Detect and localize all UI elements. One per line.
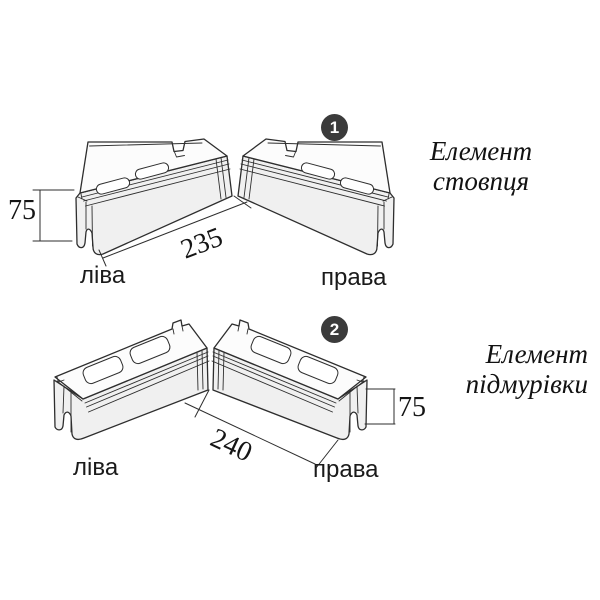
group2-right-block-label: права	[313, 456, 379, 483]
block-footing-left	[53, 319, 210, 441]
group2-badge: 2	[321, 316, 348, 343]
group2-title-line1: Елемент	[485, 339, 588, 369]
group2-title: Елемент підмурівки	[420, 339, 588, 399]
group1-badge: 1	[321, 114, 348, 141]
group2-dimension-lines	[184, 388, 396, 469]
group1-title-line1: Елемент	[429, 136, 533, 166]
group1-left-block-label: ліва	[80, 262, 126, 289]
group2-left-block-label: ліва	[73, 454, 119, 481]
group1-title-line2: стовпця	[432, 166, 530, 196]
group1-right-block-label: права	[321, 264, 387, 291]
group1-dimension-lines	[32, 189, 252, 267]
block-column-left	[75, 138, 233, 256]
group1-height-dimension: 75	[8, 195, 36, 226]
group2-title-line2: підмурівки	[465, 369, 588, 399]
block-column-right	[237, 138, 395, 256]
group2-height-dimension: 75	[398, 392, 426, 423]
group1-title: Елемент стовпця	[406, 136, 556, 196]
